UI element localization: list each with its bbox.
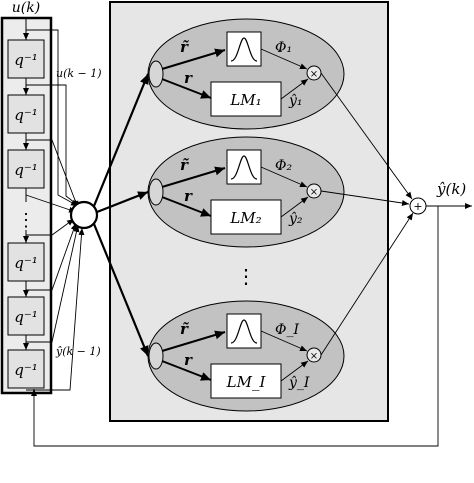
tap-lines: [25, 29, 85, 391]
local-model-i: r̃ r Φ_I LM_I ŷ_I ×: [147, 300, 345, 412]
input-splitter-i: [148, 342, 164, 370]
multiplier-symbol-2: ×: [310, 187, 318, 198]
gaussian-icon-1: [226, 31, 262, 67]
delay-label-6: q⁻¹: [14, 361, 38, 379]
delay-label-1: q⁻¹: [14, 51, 38, 69]
local-model-1: r̃ r Φ₁ LM₁ ŷ₁ ×: [147, 18, 345, 130]
r-label-i: r: [184, 351, 193, 369]
gaussian-icon-i: [226, 313, 262, 349]
model-output-lines: [320, 72, 414, 356]
gaussian-icon-2: [226, 149, 262, 185]
r-label-2: r: [184, 187, 193, 205]
delay-label-4: q⁻¹: [14, 254, 38, 272]
phi-label-i: Φ_I: [275, 322, 299, 338]
lm-label-2: LM₂: [229, 209, 261, 227]
delay-block-2: q⁻¹: [7, 94, 45, 134]
tap-label-first: u(k − 1): [56, 67, 102, 80]
delay-label-5: q⁻¹: [14, 308, 38, 326]
multiplier-symbol-1: ×: [310, 69, 318, 80]
model-ellipsis: ⋮: [236, 264, 256, 288]
delay-label-2: q⁻¹: [14, 106, 38, 124]
lm-label-i: LM_I: [226, 373, 267, 391]
r-tilde-label-2: r̃: [180, 156, 189, 174]
delay-block-3: q⁻¹: [7, 149, 45, 189]
multiplier-symbol-i: ×: [310, 351, 318, 362]
delay-block-6: q⁻¹: [7, 349, 45, 389]
summation-symbol: +: [413, 200, 422, 213]
delay-label-3: q⁻¹: [14, 161, 38, 179]
delay-block-5: q⁻¹: [7, 296, 45, 336]
local-model-2: r̃ r Φ₂ LM₂ ŷ₂ ×: [147, 136, 345, 248]
input-splitter-1: [148, 60, 164, 88]
distribution-arrows: [92, 73, 150, 357]
lm-box-1: [210, 81, 282, 117]
input-label: u(k): [12, 0, 40, 16]
y-hat-label-i: ŷ_I: [288, 374, 310, 391]
phi-label-1: Φ₁: [275, 40, 292, 56]
y-hat-label-2: ŷ₂: [288, 210, 303, 227]
r-tilde-label-i: r̃: [180, 320, 189, 338]
delay-block-1: q⁻¹: [7, 39, 45, 79]
y-hat-label-1: ŷ₁: [288, 92, 303, 109]
phi-label-2: Φ₂: [275, 158, 292, 174]
input-splitter-2: [148, 178, 164, 206]
tap-label-last: ŷ(k − 1): [55, 345, 101, 358]
feedback-line: [31, 206, 439, 447]
delay-chain-ellipsis: ⋮: [17, 210, 35, 231]
r-tilde-label-1: r̃: [180, 38, 189, 56]
output-label: ŷ(k): [436, 180, 466, 198]
lm-label-1: LM₁: [229, 91, 261, 109]
r-label-1: r: [184, 69, 193, 87]
delay-block-4: q⁻¹: [7, 242, 45, 282]
aggregator-node: [69, 200, 99, 230]
